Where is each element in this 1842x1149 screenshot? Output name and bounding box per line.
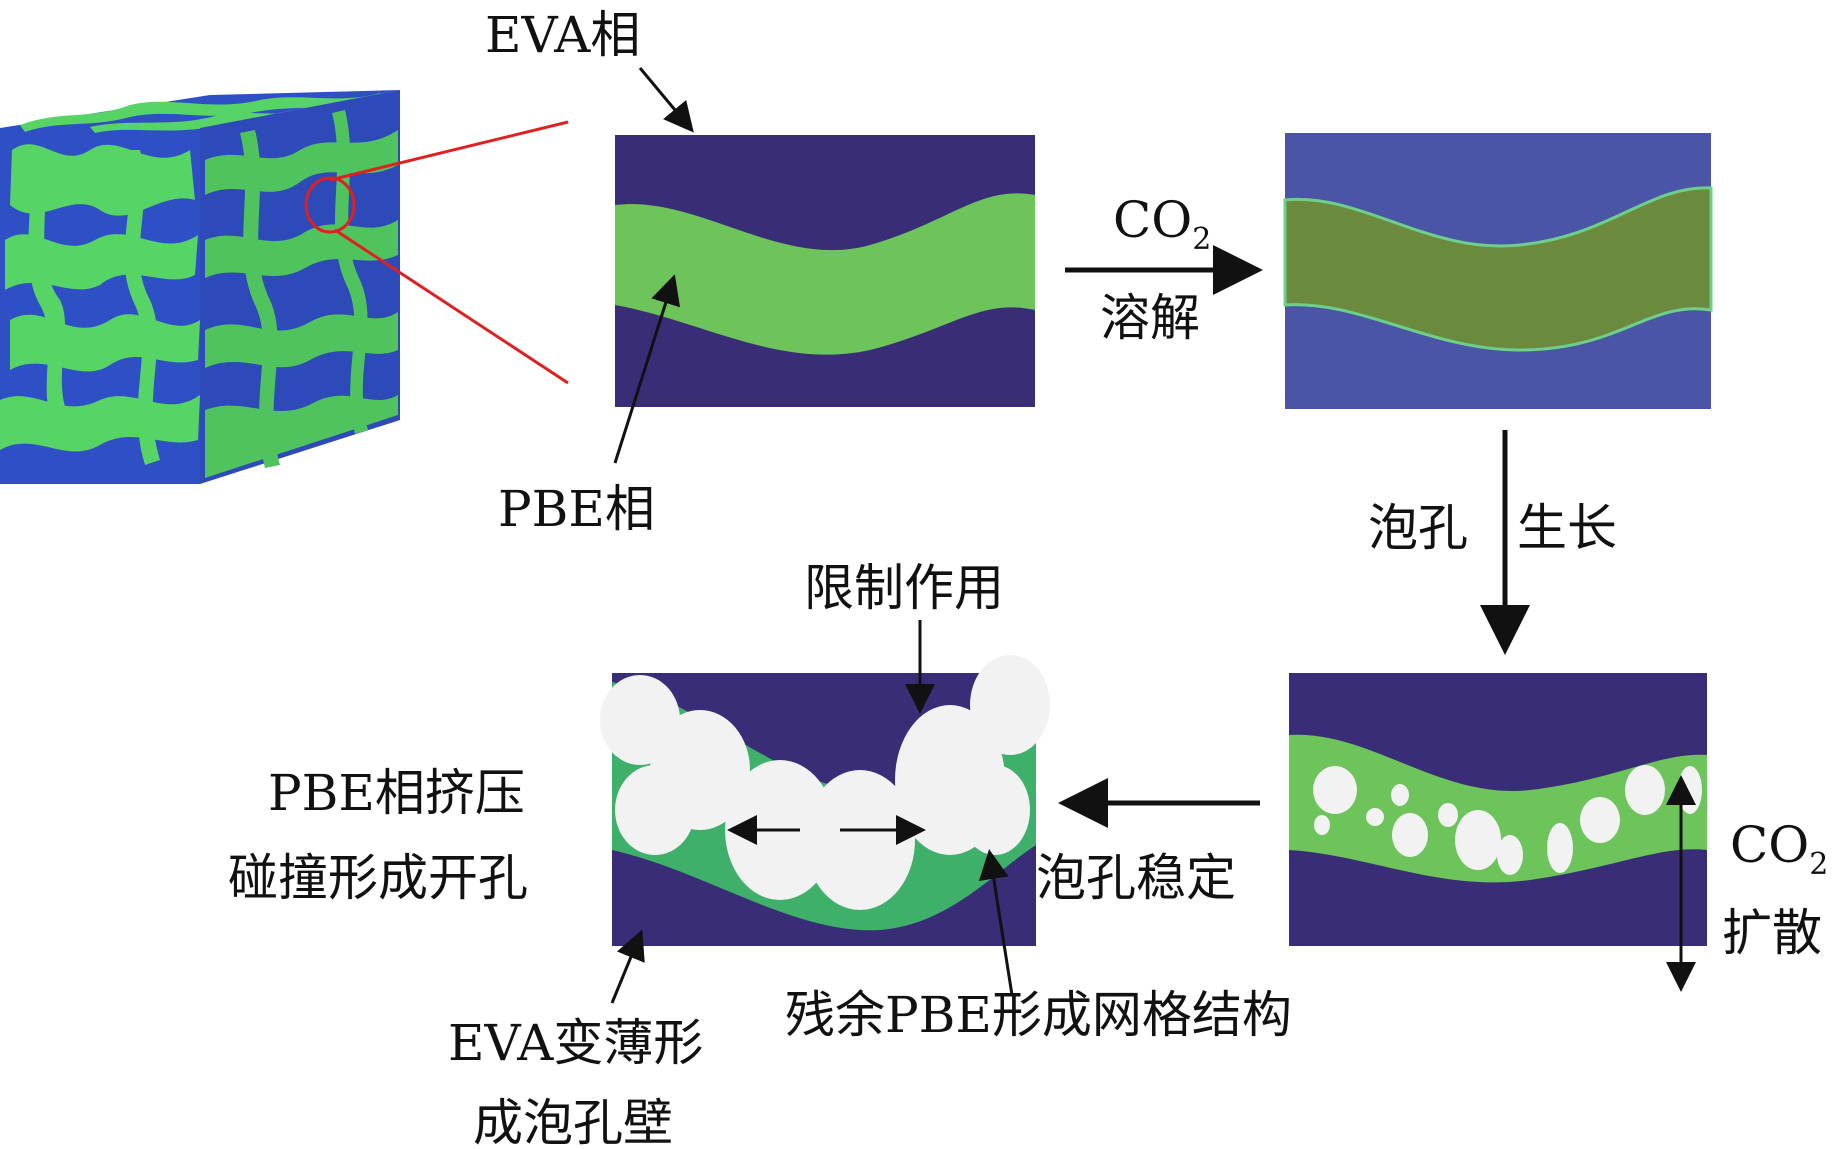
label-eva-thin-2: 成泡孔壁 <box>473 1094 673 1149</box>
label-squeeze-1: PBE相挤压 <box>268 764 525 822</box>
pointer-residual <box>978 849 1014 996</box>
panel-cell-growth <box>1289 673 1707 946</box>
label-diffuse: 扩散 <box>1722 904 1822 962</box>
pointer-pbe-phase <box>613 274 681 464</box>
zoom-indicator <box>304 120 569 385</box>
panel-open-cell <box>600 655 1050 946</box>
label-cell-stable: 泡孔稳定 <box>1036 849 1236 907</box>
pointer-eva-phase <box>638 67 694 133</box>
label-residual: 残余PBE形成网格结构 <box>785 986 1292 1044</box>
label-pbe-phase: PBE相 <box>498 480 655 538</box>
label-co2-right: CO2 <box>1730 816 1828 882</box>
co-continuous-phase-cube <box>0 90 400 484</box>
label-eva-thin-1: EVA变薄形 <box>448 1014 703 1072</box>
label-cell-growth-1: 泡孔 <box>1368 499 1468 557</box>
label-squeeze-2: 碰撞形成开孔 <box>228 849 528 907</box>
label-confinement: 限制作用 <box>804 559 1004 617</box>
panel-dissolved <box>1283 133 1713 409</box>
label-cell-growth-2: 生长 <box>1517 499 1617 557</box>
label-eva-phase: EVA相 <box>485 6 640 64</box>
label-co2-top: CO2 <box>1113 191 1211 257</box>
panel-initial <box>615 135 1035 407</box>
pointer-eva-thin <box>610 929 645 1004</box>
label-dissolve: 溶解 <box>1100 289 1200 347</box>
